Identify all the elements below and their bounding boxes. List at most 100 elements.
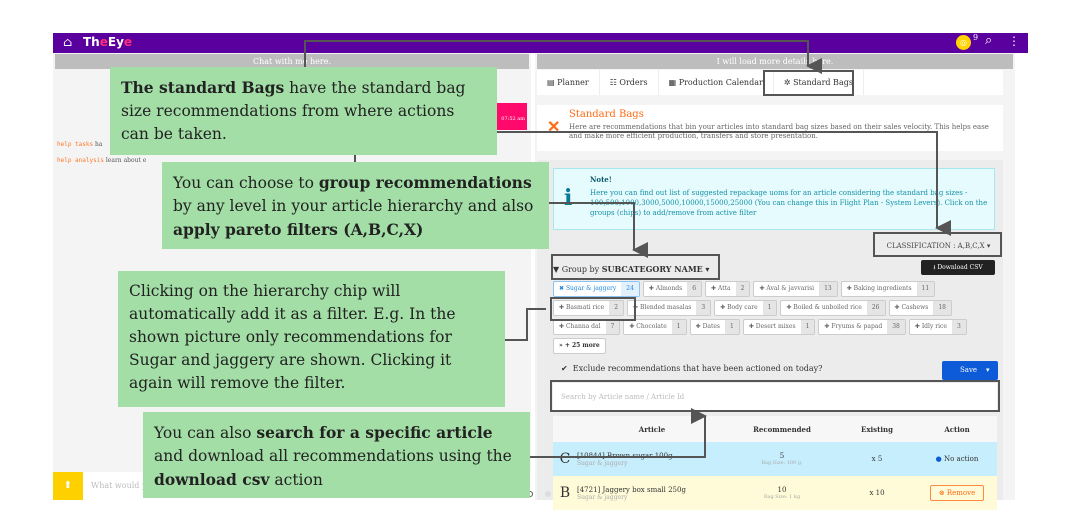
chip-label: ✚ Boiled & unboiled rice — [786, 304, 862, 311]
section-header: ✕ Standard Bags Here are recommendations… — [537, 105, 1003, 151]
tab-standard-bags[interactable]: ✲ Standard Bags — [774, 70, 864, 95]
section-description: Here are recommendations that bin your a… — [569, 123, 989, 140]
existing-cell: x 5 — [871, 455, 883, 463]
more-chips-button[interactable]: » + 25 more — [553, 338, 606, 354]
callout-group-recommendations: You can choose to group recommendations … — [162, 162, 549, 249]
chip-count: 2 — [735, 282, 750, 296]
home-icon[interactable]: ⌂ — [63, 35, 73, 49]
col-article: Article — [638, 424, 666, 434]
top-bar: ⌂ TheEye ◎ 9 ⌕ ⋮ — [53, 33, 1028, 53]
send-up-icon[interactable]: ⬆ — [53, 472, 83, 500]
article-search-input[interactable] — [553, 383, 997, 410]
chip-baking-ingredients[interactable]: ✚ Baking ingredients 11 — [840, 281, 936, 297]
no-action-status: ● No action — [935, 455, 979, 463]
info-icon: i — [564, 185, 573, 211]
chip-count: 1 — [762, 301, 777, 315]
col-recommended: Recommended — [753, 424, 811, 434]
chip-count: 2 — [609, 301, 624, 315]
chip-label: ✚ Body care — [720, 304, 758, 311]
chip-fryums-papad[interactable]: ✚ Fryums & papad 38 — [818, 319, 906, 335]
chip-count: 3 — [696, 301, 711, 315]
tab-orders[interactable]: ☷ Orders — [600, 70, 659, 95]
tab-planner[interactable]: ▤ Planner — [537, 70, 600, 95]
class-label: B — [559, 485, 571, 501]
pagination-dot[interactable] — [545, 491, 551, 497]
chat-header: Chat with me here. — [55, 54, 529, 69]
chip-desert-mixes[interactable]: ✚ Desert mixes 1 — [742, 319, 816, 335]
group-by-dropdown[interactable]: ▼ Group by SUBCATEGORY NAME ▾ — [553, 264, 710, 274]
chip-count: 1 — [800, 320, 815, 334]
save-button[interactable]: Save ▾ — [942, 361, 998, 380]
tab-bar: ▤ Planner ☷ Orders ▦ Production Calendar… — [537, 70, 1003, 95]
highlight-search — [550, 380, 1000, 412]
notification-icon[interactable]: ◎ — [956, 35, 971, 50]
chip-boiled-unboiled-rice[interactable]: ✚ Boiled & unboiled rice 26 — [780, 300, 886, 316]
recommendations-content: i Note! Here you can find out list of su… — [537, 160, 1003, 510]
recommendations-table: Article Recommended Existing Action C [1… — [553, 416, 997, 510]
chip-count: 26 — [866, 301, 885, 315]
chip-label: ✖ Sugar & jaggery — [559, 285, 617, 292]
callout-hierarchy-chip: Clicking on the hierarchy chip will auto… — [118, 271, 505, 407]
info-icon: ● — [935, 455, 942, 463]
logo[interactable]: TheEye — [83, 35, 133, 49]
col-action: Action — [944, 424, 970, 434]
chip-label: ✚ Desert mixes — [748, 323, 796, 330]
chip-count: 1 — [671, 320, 686, 334]
chip-label: ✚ Fryums & papad — [824, 323, 883, 330]
chip-count: 38 — [887, 320, 905, 334]
chip-atta[interactable]: ✚ Atta 2 — [705, 281, 751, 297]
tab-production-calendar[interactable]: ▦ Production Calendar — [659, 70, 774, 95]
help-tasks[interactable]: help tasks ha — [57, 141, 103, 148]
callout-search-download: You can also search for a specific artic… — [143, 412, 530, 498]
chip-label: ✚ Channa dal — [559, 323, 601, 330]
chip-count: 11 — [916, 282, 935, 296]
help-analysis[interactable]: help analysis learn about e — [57, 157, 147, 164]
chip-almonds[interactable]: ✚ Almonds 6 — [642, 281, 703, 297]
details-panel: I will load more details here. ▤ Planner… — [535, 53, 1015, 510]
exclude-actioned-checkbox[interactable]: ✔ Exclude recommendations that have been… — [561, 364, 823, 373]
chat-input[interactable]: What would y — [91, 481, 147, 490]
notification-count: 9 — [973, 33, 979, 42]
table-header: Article Recommended Existing Action — [553, 416, 997, 442]
chip-count: 13 — [819, 282, 837, 296]
chat-message-time: 07:52 am — [497, 103, 527, 130]
chip-count: 6 — [687, 282, 702, 296]
sitemap-icon: ☷ — [609, 78, 617, 87]
chip-count: 3 — [951, 320, 966, 334]
existing-cell: x 10 — [869, 489, 885, 497]
note-title: Note! — [590, 175, 612, 184]
download-csv-button[interactable]: ⭳ Download CSV — [921, 260, 995, 275]
search-icon[interactable]: ⌕ — [985, 33, 993, 48]
chip-label: ✚ Dates — [695, 323, 720, 330]
double-chevron-icon: » — [559, 342, 563, 349]
gear-icon: ✲ — [783, 78, 791, 87]
more-menu-icon[interactable]: ⋮ — [1008, 34, 1020, 48]
chip-body-care[interactable]: ✚ Body care 1 — [714, 300, 778, 316]
note-text: Here you can find out list of suggested … — [590, 189, 988, 217]
chip-label: ✚ Baking ingredients — [846, 285, 912, 292]
classification-dropdown[interactable]: CLASSIFICATION : A,B,C,X ▾ — [886, 242, 991, 250]
chip-idly-rice[interactable]: ✚ Idly rice 3 — [908, 319, 967, 335]
chip-label: ✚ Almonds — [648, 285, 683, 292]
chip-count: 7 — [605, 320, 620, 334]
chip-label: ✚ Cashews — [894, 304, 929, 311]
highlight-basmati-chip — [550, 297, 636, 321]
file-icon: ▤ — [547, 78, 555, 87]
remove-button[interactable]: ⊗ Remove — [929, 485, 985, 501]
details-header: I will load more details here. — [537, 54, 1013, 69]
chip-label: ✚ Idly rice — [914, 323, 947, 330]
chip-label: ✚ Atta — [711, 285, 731, 292]
class-label: C — [559, 451, 571, 467]
